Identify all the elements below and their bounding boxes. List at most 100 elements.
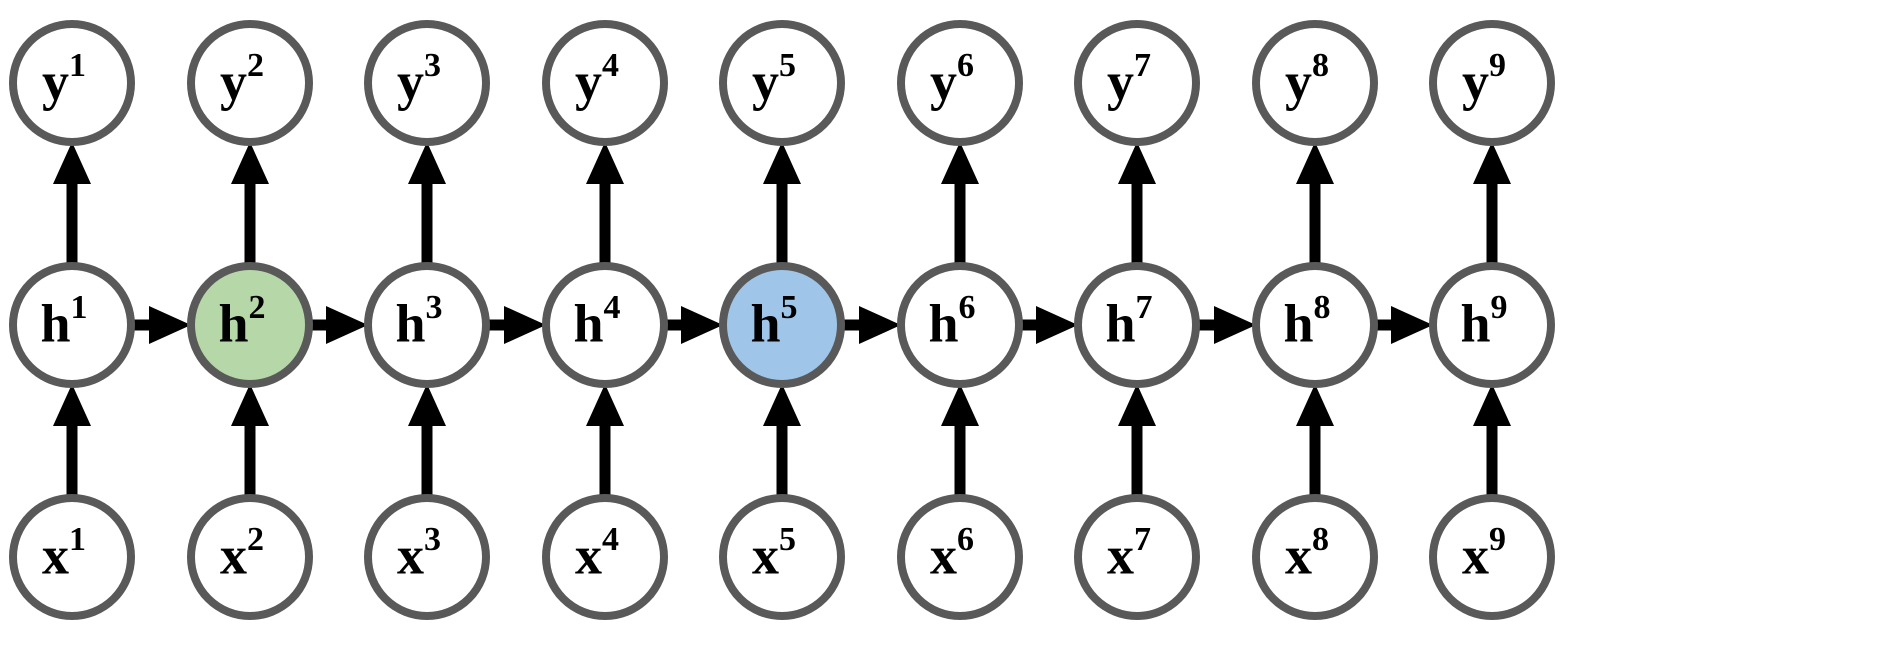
node-y-1-label: y1 — [42, 47, 86, 111]
node-h-8-circle[interactable] — [1252, 262, 1378, 388]
node-y-8-circle[interactable] — [1252, 20, 1378, 146]
edge-input-to-hidden-6-shaft — [954, 426, 966, 498]
node-y-8-superscript: 8 — [1312, 47, 1329, 84]
node-x-9-superscript: 9 — [1489, 521, 1506, 558]
node-y-6[interactable]: y6 — [897, 20, 1023, 146]
edge-hidden-to-hidden-5-6-head — [859, 306, 901, 344]
node-x-6-superscript: 6 — [957, 521, 974, 558]
edge-hidden-to-output-7-shaft — [1131, 184, 1143, 266]
node-x-8-circle[interactable] — [1252, 494, 1378, 620]
node-h-4-circle[interactable] — [542, 262, 668, 388]
edge-hidden-to-hidden-4-5 — [664, 306, 723, 344]
edge-input-to-hidden-9-head — [1473, 384, 1511, 426]
node-h-8[interactable]: h8 — [1252, 262, 1378, 388]
node-y-3-label: y3 — [397, 47, 441, 111]
node-y-1-circle[interactable] — [9, 20, 135, 146]
node-x-4-superscript: 4 — [602, 521, 619, 558]
node-h-1-superscript: 1 — [71, 289, 88, 326]
node-x-1-circle[interactable] — [9, 494, 135, 620]
edge-input-to-hidden-3-head — [408, 384, 446, 426]
node-x-5[interactable]: x5 — [719, 494, 845, 620]
node-h-1[interactable]: h1 — [9, 262, 135, 388]
edge-hidden-to-hidden-7-8 — [1196, 306, 1256, 344]
node-x-5-superscript: 5 — [779, 521, 796, 558]
node-y-9[interactable]: y9 — [1429, 20, 1555, 146]
node-x-2-circle[interactable] — [187, 494, 313, 620]
node-y-2-superscript: 2 — [247, 47, 264, 84]
node-x-9-circle[interactable] — [1429, 494, 1555, 620]
edge-input-to-hidden-7-shaft — [1131, 426, 1143, 498]
edge-hidden-to-output-6-shaft — [954, 184, 966, 266]
node-h-3[interactable]: h3 — [364, 262, 490, 388]
edge-hidden-to-hidden-2-3-head — [326, 306, 368, 344]
node-h-9-superscript: 9 — [1491, 289, 1508, 326]
edge-hidden-to-output-5 — [763, 142, 801, 266]
edge-input-to-hidden-5-head — [763, 384, 801, 426]
edge-hidden-to-output-4-head — [586, 142, 624, 184]
node-y-6-circle[interactable] — [897, 20, 1023, 146]
node-x-7-circle[interactable] — [1074, 494, 1200, 620]
edge-hidden-to-output-3-shaft — [421, 184, 433, 266]
node-h-4[interactable]: h4 — [542, 262, 668, 388]
node-x-8[interactable]: x8 — [1252, 494, 1378, 620]
node-y-8[interactable]: y8 — [1252, 20, 1378, 146]
node-y-5[interactable]: y5 — [719, 20, 845, 146]
node-y-1[interactable]: y1 — [9, 20, 135, 146]
node-y-7-circle[interactable] — [1074, 20, 1200, 146]
edge-input-to-hidden-5-shaft — [776, 426, 788, 498]
node-y-3-superscript: 3 — [424, 47, 441, 84]
node-h-2[interactable]: h2 — [187, 262, 313, 388]
node-h-7[interactable]: h7 — [1074, 262, 1200, 388]
node-y-2-circle[interactable] — [187, 20, 313, 146]
node-x-6-circle[interactable] — [897, 494, 1023, 620]
node-h-1-circle[interactable] — [9, 262, 135, 388]
node-x-7-superscript: 7 — [1134, 521, 1151, 558]
node-h-6[interactable]: h6 — [897, 262, 1023, 388]
node-x-3-circle[interactable] — [364, 494, 490, 620]
edge-hidden-to-hidden-7-8-head — [1214, 306, 1256, 344]
node-h-6-circle[interactable] — [897, 262, 1023, 388]
node-h-9[interactable]: h9 — [1429, 262, 1555, 388]
node-x-1[interactable]: x1 — [9, 494, 135, 620]
node-h-2-circle[interactable] — [187, 262, 313, 388]
edge-hidden-to-hidden-2-3 — [309, 306, 368, 344]
node-h-9-circle[interactable] — [1429, 262, 1555, 388]
node-y-4[interactable]: y4 — [542, 20, 668, 146]
edge-input-to-hidden-2-head — [231, 384, 269, 426]
node-x-4[interactable]: x4 — [542, 494, 668, 620]
node-y-4-circle[interactable] — [542, 20, 668, 146]
node-x-1-superscript: 1 — [69, 521, 86, 558]
node-h-3-circle[interactable] — [364, 262, 490, 388]
node-x-4-circle[interactable] — [542, 494, 668, 620]
edge-hidden-to-output-8-head — [1296, 142, 1334, 184]
edge-hidden-to-hidden-4-5-shaft — [664, 319, 681, 331]
node-y-6-superscript: 6 — [957, 47, 974, 84]
edge-hidden-to-hidden-8-9-shaft — [1374, 319, 1391, 331]
edge-hidden-to-hidden-8-9-head — [1391, 306, 1433, 344]
node-x-7[interactable]: x7 — [1074, 494, 1200, 620]
edge-hidden-to-output-6-head — [941, 142, 979, 184]
node-x-9[interactable]: x9 — [1429, 494, 1555, 620]
node-h-7-circle[interactable] — [1074, 262, 1200, 388]
edge-input-to-hidden-3-shaft — [421, 426, 433, 498]
node-x-3[interactable]: x3 — [364, 494, 490, 620]
node-h-5[interactable]: h5 — [719, 262, 845, 388]
edge-input-to-hidden-2-shaft — [244, 426, 256, 498]
node-y-3-circle[interactable] — [364, 20, 490, 146]
node-y-3[interactable]: y3 — [364, 20, 490, 146]
node-y-7[interactable]: y7 — [1074, 20, 1200, 146]
edge-hidden-to-output-9-shaft — [1486, 184, 1498, 266]
node-x-6[interactable]: x6 — [897, 494, 1023, 620]
node-y-9-circle[interactable] — [1429, 20, 1555, 146]
edge-hidden-to-output-1 — [53, 142, 91, 266]
node-x-5-circle[interactable] — [719, 494, 845, 620]
node-x-2[interactable]: x2 — [187, 494, 313, 620]
node-h-7-superscript: 7 — [1136, 289, 1153, 326]
node-y-5-circle[interactable] — [719, 20, 845, 146]
edge-hidden-to-output-9-head — [1473, 142, 1511, 184]
edge-hidden-to-output-7 — [1118, 142, 1156, 266]
node-y-2[interactable]: y2 — [187, 20, 313, 146]
node-h-3-superscript: 3 — [426, 289, 443, 326]
node-h-5-circle[interactable] — [719, 262, 845, 388]
